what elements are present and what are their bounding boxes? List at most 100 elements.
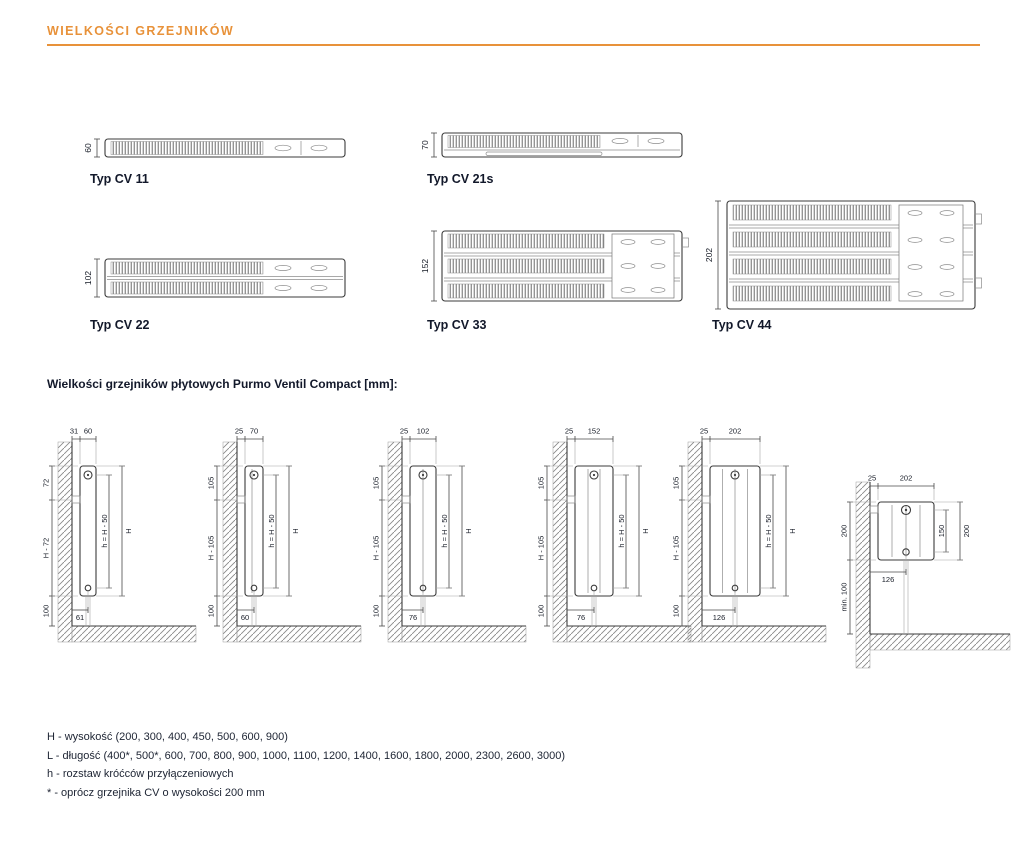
convector-fins bbox=[110, 281, 264, 295]
depth-label: 60 bbox=[85, 143, 93, 153]
water-channel bbox=[647, 138, 665, 144]
dimension-bottom: 76 bbox=[566, 591, 595, 622]
wall-bracket bbox=[566, 495, 576, 504]
dimension-bottom: 126 bbox=[701, 591, 736, 622]
body-height-dim: H - 105 bbox=[672, 536, 681, 561]
floor bbox=[869, 633, 1011, 651]
depth-dimension: 70 bbox=[422, 132, 437, 158]
side-view-cv22: 25 102 105 H - 105 100 h bbox=[372, 427, 527, 643]
dimension-top: 31 60 bbox=[70, 427, 97, 464]
type-label-cv44: Typ CV 44 bbox=[712, 318, 772, 332]
depth-dim: 102 bbox=[417, 427, 430, 436]
air-vent bbox=[249, 470, 259, 480]
cross-section-cv11-diagram: 60 bbox=[85, 138, 346, 158]
wall bbox=[552, 441, 568, 643]
legend-line-note: * - oprócz grzejnika CV o wysokości 200 … bbox=[47, 786, 265, 799]
convector-fins bbox=[447, 283, 605, 299]
pitch-dim: h = H - 50 bbox=[617, 514, 626, 547]
body-height-dim: H - 105 bbox=[537, 536, 546, 561]
floor bbox=[401, 625, 527, 643]
pitch-dim: h = H - 50 bbox=[764, 514, 773, 547]
floor bbox=[236, 625, 362, 643]
floor-clearance-dim: 100 bbox=[672, 605, 681, 618]
detail-view-cv44-200: 25 202 200 min. 100 150 200 bbox=[840, 474, 1011, 669]
dimension-right: h = H - 50 H bbox=[760, 465, 797, 597]
air-vent bbox=[589, 470, 599, 480]
radiator-body bbox=[574, 465, 614, 597]
air-vent bbox=[418, 470, 428, 480]
depth-dimension: 102 bbox=[85, 258, 100, 298]
depth-label: 102 bbox=[85, 271, 93, 285]
wall-bracket bbox=[869, 505, 879, 514]
convector-fins bbox=[732, 258, 892, 275]
wall-bracket bbox=[236, 495, 246, 504]
top-offset-dim: 105 bbox=[672, 477, 681, 490]
page-title: WIELKOŚCI GRZEJNIKÓW bbox=[47, 24, 235, 38]
dimension-right: h = H - 50 H bbox=[263, 465, 300, 597]
wall bbox=[57, 441, 73, 643]
body-height-dim: H - 72 bbox=[42, 538, 51, 558]
height-dim: H bbox=[641, 528, 650, 533]
dimension-right: h = H - 50 H bbox=[613, 465, 650, 597]
wall-bracket bbox=[701, 495, 711, 504]
gap-dim: 25 bbox=[700, 427, 708, 436]
pitch-dim: 150 bbox=[937, 525, 946, 538]
convector-fins bbox=[110, 261, 264, 275]
height-dim: 200 bbox=[840, 525, 849, 538]
dimension-top: 25 102 bbox=[400, 427, 437, 464]
convector-fins bbox=[732, 231, 892, 248]
dimension-left: 105 H - 105 100 bbox=[207, 465, 243, 627]
height-dim: H bbox=[291, 528, 300, 533]
connection-dim: 126 bbox=[713, 613, 726, 622]
height-dim: H bbox=[788, 528, 797, 533]
wall-bracket bbox=[71, 495, 81, 504]
gap-dim: 25 bbox=[400, 427, 408, 436]
side-bracket bbox=[681, 237, 689, 248]
floor-clearance-dim: 100 bbox=[42, 605, 51, 618]
air-vent bbox=[900, 504, 912, 516]
cross-section-cv21s-diagram: 70 bbox=[422, 132, 683, 158]
connection-point bbox=[419, 584, 427, 592]
convector-fins bbox=[447, 233, 605, 249]
type-label-cv11: Typ CV 11 bbox=[90, 172, 149, 186]
panel-slot bbox=[485, 151, 603, 156]
pitch-dim: h = H - 50 bbox=[440, 514, 449, 547]
dimension-left: 200 min. 100 bbox=[840, 501, 876, 635]
depth-label: 70 bbox=[422, 140, 430, 150]
air-vent bbox=[730, 470, 740, 480]
side-view-cv11: 31 60 72 H - 72 100 h = bbox=[42, 427, 197, 643]
body-height-dim: H - 105 bbox=[372, 536, 381, 561]
pitch-dim: h = H - 50 bbox=[100, 514, 109, 547]
side-bracket bbox=[974, 213, 982, 225]
legend-line-length: L - długość (400*, 500*, 600, 700, 800, … bbox=[47, 749, 566, 762]
legend-line-pitch: h - rozstaw króćców przyłączeniowych bbox=[47, 768, 234, 780]
height-dim: H bbox=[124, 528, 133, 533]
gap-dim: 25 bbox=[868, 474, 876, 483]
air-vent bbox=[83, 470, 93, 480]
side-view-cv44: 25 202 105 H - 105 100 h bbox=[672, 427, 827, 643]
body-height-dim: H - 105 bbox=[207, 536, 216, 561]
water-channel bbox=[274, 144, 292, 152]
water-channel bbox=[611, 138, 629, 144]
wall bbox=[387, 441, 403, 643]
floor-clearance-dim: 100 bbox=[207, 605, 216, 618]
height-dim-right: 200 bbox=[962, 525, 971, 538]
dimension-top: 25 152 bbox=[565, 427, 614, 464]
top-offset-dim: 105 bbox=[537, 477, 546, 490]
depth-label: 152 bbox=[422, 259, 430, 273]
dimension-top: 25 202 bbox=[868, 474, 935, 500]
pitch-dim: h = H - 50 bbox=[267, 514, 276, 547]
dimension-left: 105 H - 105 100 bbox=[372, 465, 408, 627]
side-view-cv21s: 25 70 105 H - 105 100 h bbox=[207, 427, 362, 643]
dimension-left: 105 H - 105 100 bbox=[672, 465, 708, 627]
depth-dim: 60 bbox=[84, 427, 92, 436]
water-channel bbox=[310, 285, 328, 291]
floor-clearance-dim: 100 bbox=[372, 605, 381, 618]
convector-fins bbox=[110, 141, 264, 155]
connection-dim: 60 bbox=[241, 613, 249, 622]
dimension-right: h = H - 50 H bbox=[436, 465, 473, 597]
water-channel bbox=[274, 265, 292, 271]
height-dim: H bbox=[464, 528, 473, 533]
water-channel bbox=[274, 285, 292, 291]
